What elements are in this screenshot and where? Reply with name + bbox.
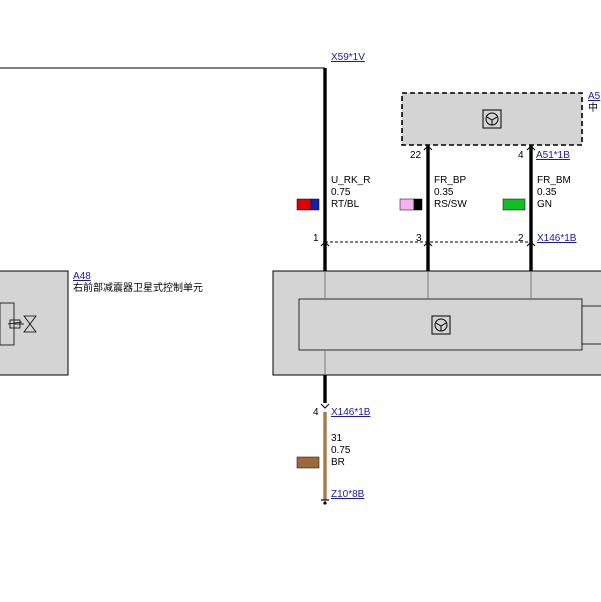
svg-text:U_RK_R: U_RK_R: [331, 175, 370, 186]
wire-label-fr-bm: FR_BM 0.35 GN: [537, 175, 571, 210]
svg-text:0.75: 0.75: [331, 187, 351, 198]
connector-link-a51[interactable]: A51*1B: [536, 150, 570, 161]
pin-arrow: [320, 403, 330, 409]
wire-label-31: 31 0.75 BR: [331, 433, 351, 468]
module-desc-a51: 中: [588, 101, 598, 114]
svg-text:0.35: 0.35: [434, 187, 454, 198]
wire-label-u-rk-r: U_RK_R 0.75 RT/BL: [331, 175, 370, 210]
module-central-side: [581, 305, 601, 345]
connector-link-x146-top[interactable]: X146*1B: [537, 233, 577, 244]
swatch-secondary: [310, 198, 320, 211]
module-link-a51[interactable]: A5: [588, 91, 601, 102]
connector-link-x146-bottom[interactable]: X146*1B: [331, 407, 371, 418]
wire-color-swatch-br: [296, 456, 320, 469]
svg-text:BR: BR: [331, 457, 345, 468]
svg-text:RS/SW: RS/SW: [434, 199, 467, 210]
wire-color-swatch-gn: [502, 198, 526, 211]
swatch-primary: [502, 198, 526, 211]
module-a48[interactable]: [0, 270, 69, 376]
svg-text:0.35: 0.35: [537, 187, 557, 198]
wire-color-swatch-rs-sw: [399, 198, 423, 211]
wire-color-swatch-rt-bl: [296, 198, 320, 211]
swatch-secondary: [413, 198, 423, 211]
module-link-a48[interactable]: A48: [73, 271, 91, 282]
connector-link-x59[interactable]: X59*1V: [331, 52, 365, 63]
svg-text:31: 31: [331, 433, 343, 444]
pin-arrow: [320, 241, 330, 247]
sensor-icon: [482, 109, 502, 129]
connector-link-z10[interactable]: Z10*8B: [331, 489, 365, 500]
swatch-primary: [399, 198, 415, 211]
wire-label-fr-bp: FR_BP 0.35 RS/SW: [434, 175, 467, 210]
module-desc-a48: 右前部减震器卫星式控制单元: [73, 281, 203, 294]
pin-label-4-x146: 4: [313, 407, 319, 418]
svg-text:0.75: 0.75: [331, 445, 351, 456]
pin-arrow: [526, 241, 536, 247]
svg-text:FR_BM: FR_BM: [537, 175, 571, 186]
svg-text:FR_BP: FR_BP: [434, 175, 467, 186]
pin-label-22: 22: [410, 150, 422, 161]
pin-arrow: [423, 145, 433, 151]
valve-icon: [0, 302, 37, 346]
ground-dot: [323, 501, 327, 505]
pin-label-1: 1: [313, 233, 319, 244]
swatch-primary: [296, 198, 312, 211]
svg-text:RT/BL: RT/BL: [331, 199, 360, 210]
svg-text:GN: GN: [537, 199, 552, 210]
pin-label-2: 2: [518, 233, 524, 244]
pin-arrow: [423, 241, 433, 247]
pin-label-3: 3: [416, 233, 422, 244]
pin-arrow: [526, 145, 536, 151]
sensor-icon: [431, 315, 451, 335]
pin-label-4-a51: 4: [518, 150, 524, 161]
